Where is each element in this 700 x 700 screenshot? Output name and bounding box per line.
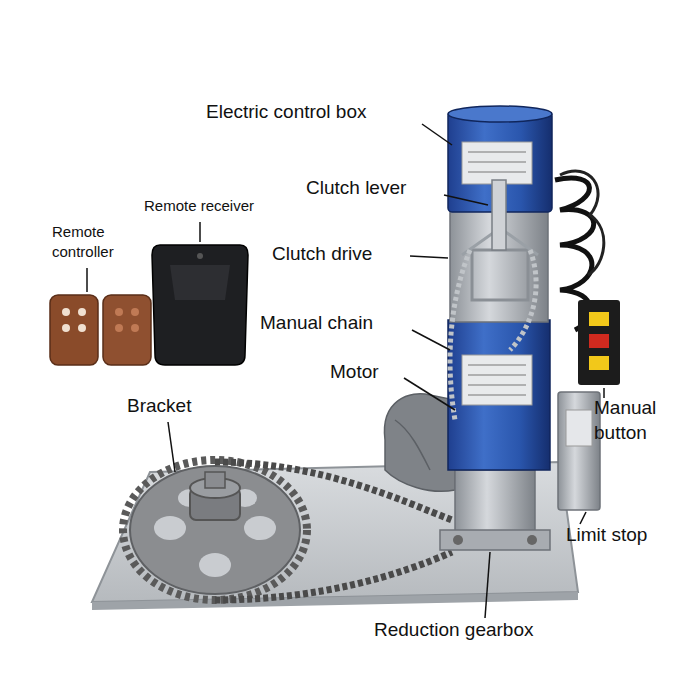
part-label: Electric control box <box>206 100 367 125</box>
part-label: Reduction gearbox <box>374 618 534 643</box>
part-label: Bracket <box>127 394 191 419</box>
part-label: Motor <box>330 360 379 385</box>
part-label: Clutch lever <box>306 176 406 201</box>
part-label: Clutch drive <box>272 242 372 267</box>
part-label: Remote controller <box>52 222 142 261</box>
part-label: Manual chain <box>260 311 373 336</box>
part-label: Remote receiver <box>144 196 254 216</box>
part-label: Limit stop <box>566 523 647 548</box>
part-label: Manual button <box>594 396 690 445</box>
